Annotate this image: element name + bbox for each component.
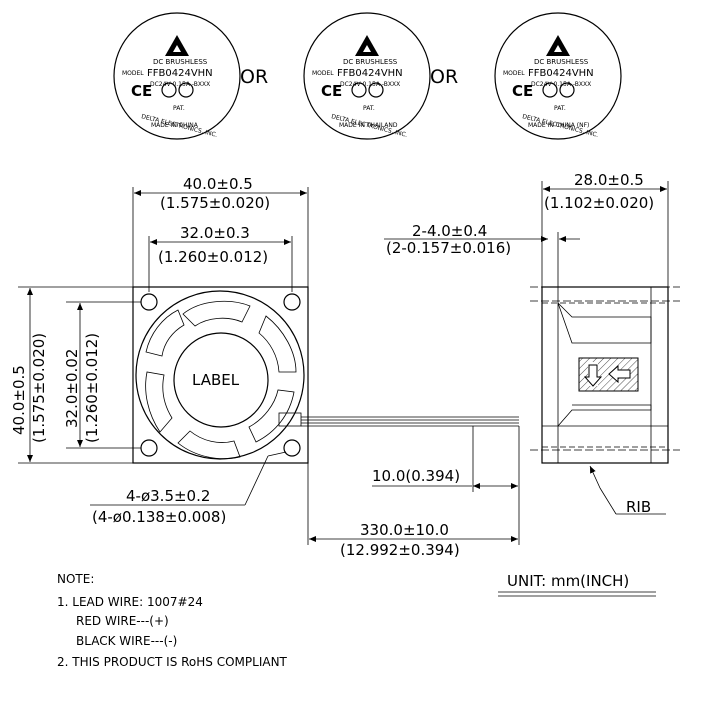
width-mm-text: 40.0±0.5: [183, 175, 253, 193]
airflow-arrow-icon: [608, 364, 631, 384]
hub-label-text: LABEL: [192, 371, 240, 389]
flange-in-text: (2-0.157±0.016): [386, 239, 511, 257]
label-origin: MADE IN CHINA: [151, 122, 199, 129]
label-disc: [494, 12, 622, 140]
lead-length-dimension: [307, 463, 518, 545]
label-option-1: DC BRUSHLESS MODEL FFB0424VHN DC24V 0.15…: [113, 12, 241, 140]
label-pat: PAT.: [554, 105, 566, 112]
label-model: FFB0424VHN: [147, 68, 213, 79]
label-model: FFB0424VHN: [337, 68, 403, 79]
strip-length-text: 10.0(0.394): [372, 467, 460, 485]
label-option-2: DC BRUSHLESS MODEL FFB0424VHN DC24V 0.15…: [303, 12, 431, 140]
label-rating: DC24V 0.15A -BXXX: [340, 81, 400, 88]
note-line: RED WIRE---(+): [76, 614, 169, 628]
fan-hub: [173, 332, 269, 428]
cul-mark-icon: [368, 82, 384, 98]
label-brand-line: DC BRUSHLESS: [153, 58, 208, 66]
label-pat: PAT.: [363, 105, 375, 112]
note-line: BLACK WIRE---(-): [76, 634, 177, 648]
height-mm-text: 40.0±0.5: [10, 365, 28, 435]
label-brand-line: DC BRUSHLESS: [534, 58, 589, 66]
hole-spacing-mm-text: 32.0±0.3: [180, 224, 250, 242]
ul-mark-icon: [542, 82, 558, 98]
or-separator: OR: [240, 66, 268, 88]
rib-leader: [589, 465, 666, 515]
label-model-prefix: MODEL: [122, 70, 144, 77]
ul-mark-icon: [161, 82, 177, 98]
fan-front-view: LABEL: [132, 286, 519, 464]
mounting-hole: [283, 293, 301, 311]
notes-block: NOTE: 1. LEAD WIRE: 1007#24 RED WIRE---(…: [57, 572, 288, 669]
or-separator: OR: [430, 66, 458, 88]
label-disc: [303, 12, 431, 140]
height-in-text: (1.575±0.020): [30, 333, 48, 443]
width-dimension: [132, 187, 309, 287]
label-disc: [113, 12, 241, 140]
depth-in-text: (1.102±0.020): [544, 194, 654, 212]
rotation-arrow-icon: [583, 364, 603, 387]
width-in-text: (1.575±0.020): [160, 194, 270, 212]
hole-dia-mm-text: 4-ø3.5±0.2: [126, 487, 210, 505]
fan-blades: [145, 301, 297, 460]
mounting-hole: [140, 293, 158, 311]
label-pat: PAT.: [173, 105, 185, 112]
cul-mark-icon: [559, 82, 575, 98]
side-body: [541, 286, 669, 464]
lead-length-in-text: (12.992±0.394): [340, 541, 460, 559]
depth-dimension: [541, 181, 669, 287]
note-line: 2. THIS PRODUCT IS RoHS COMPLIANT: [57, 655, 288, 669]
fan-frame: [132, 286, 309, 464]
ul-mark-icon: [351, 82, 367, 98]
hole-spacing-dimension: [148, 236, 293, 292]
hole-dia-in-text: (4-ø0.138±0.008): [92, 508, 226, 526]
flange-dimension: [384, 232, 580, 287]
fan-side-view: [541, 286, 669, 464]
label-brand-line: DC BRUSHLESS: [343, 58, 398, 66]
hole-spacing-in-text: (1.260±0.012): [158, 248, 268, 266]
wire-strain-relief: [278, 412, 302, 427]
hole-diameter-leader: [90, 451, 287, 506]
mounting-hole: [283, 439, 301, 457]
label-origin: MADE IN CHINA (NF): [528, 122, 589, 129]
cul-mark-icon: [178, 82, 194, 98]
flange-mm-text: 2-4.0±0.4: [412, 222, 487, 240]
hole-vspacing-mm-text: 32.0±0.02: [63, 349, 81, 428]
rib-label-text: RIB: [626, 498, 651, 516]
label-model: FFB0424VHN: [528, 68, 594, 79]
ce-mark-icon: CE: [512, 82, 533, 100]
notes-title: NOTE:: [57, 572, 94, 586]
label-origin: MADE IN THAILAND: [339, 122, 398, 129]
strip-length-dimension: [372, 426, 520, 545]
ce-mark-icon: CE: [131, 82, 152, 100]
label-model-prefix: MODEL: [503, 70, 525, 77]
lead-length-mm-text: 330.0±10.0: [360, 521, 449, 539]
height-dimension: [18, 286, 133, 464]
note-line: 1. LEAD WIRE: 1007#24: [57, 595, 203, 609]
depth-mm-text: 28.0±0.5: [574, 171, 644, 189]
hole-vspacing-dimension: [66, 301, 141, 449]
label-option-3: DC BRUSHLESS MODEL FFB0424VHN DC24V 0.15…: [494, 12, 622, 140]
ce-mark-icon: CE: [321, 82, 342, 100]
label-model-prefix: MODEL: [312, 70, 334, 77]
hole-vspacing-in-text: (1.260±0.012): [83, 333, 101, 443]
unit-text: UNIT: mm(INCH): [507, 572, 629, 590]
label-rating: DC24V 0.15A -BXXX: [531, 81, 591, 88]
label-rating: DC24V 0.15A -BXXX: [150, 81, 210, 88]
mounting-hole: [140, 439, 158, 457]
